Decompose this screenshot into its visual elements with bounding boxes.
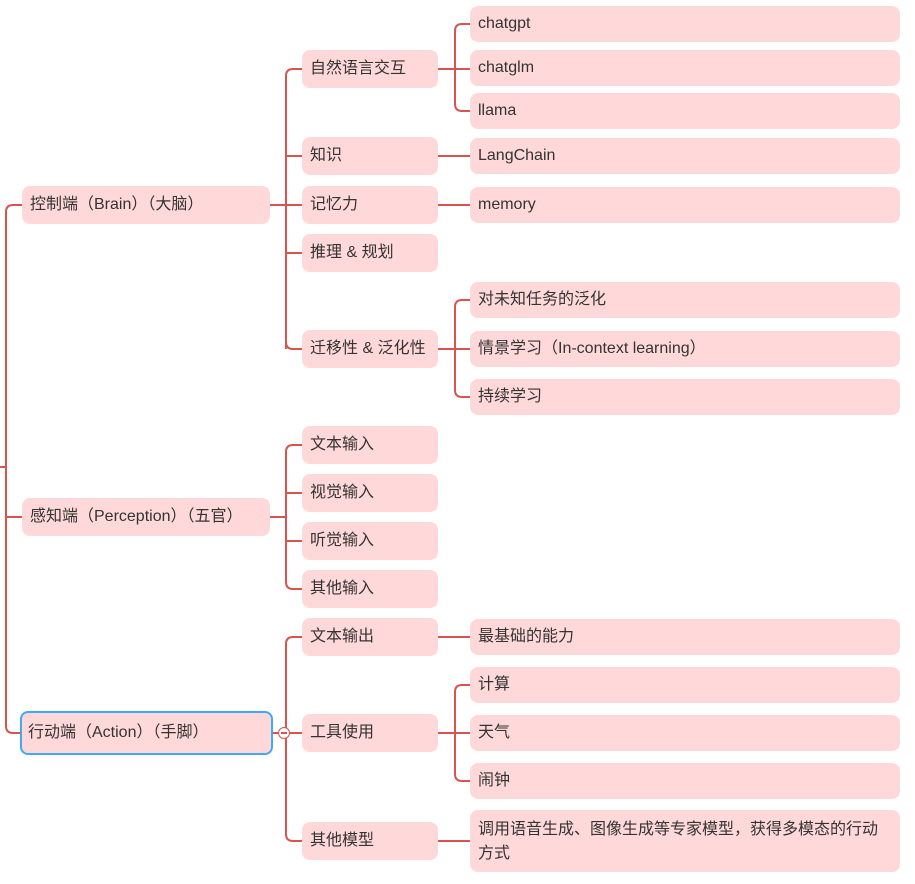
transfer-node[interactable]: 迁移性 & 泛化性 [302,330,438,368]
leaf-continual[interactable]: 持续学习 [470,379,900,415]
leaf-basic-ability[interactable]: 最基础的能力 [470,619,900,655]
leaf-langchain[interactable]: LangChain [470,138,900,174]
leaf-generalization[interactable]: 对未知任务的泛化 [470,282,900,318]
leaf-expert-models[interactable]: 调用语音生成、图像生成等专家模型，获得多模态的行动方式 [470,810,900,872]
nlp-connector [438,23,470,112]
knowledge-node[interactable]: 知识 [302,137,438,175]
brain-node[interactable]: 控制端（Brain）（大脑） [22,186,270,224]
tools-connector [438,684,470,782]
leaf-in-context[interactable]: 情景学习（In-context learning） [470,331,900,367]
leaf-llama[interactable]: llama [470,93,900,129]
transfer-connector [438,299,470,398]
leaf-memory[interactable]: memory [470,187,900,223]
text-output-node[interactable]: 文本输出 [302,618,438,656]
perception-connector [270,444,302,590]
leaf-alarm[interactable]: 闹钟 [470,763,900,799]
other-models-node[interactable]: 其他模型 [302,822,438,860]
brain-connector [270,68,302,350]
action-connector [272,636,302,842]
nlp-node[interactable]: 自然语言交互 [302,50,438,88]
leaf-compute[interactable]: 计算 [470,667,900,703]
root-connector [0,204,22,734]
action-node[interactable]: 行动端（Action）（手脚） [20,711,273,755]
audio-input-node[interactable]: 听觉输入 [302,522,438,560]
visual-input-node[interactable]: 视觉输入 [302,474,438,512]
tools-node[interactable]: 工具使用 [302,714,438,752]
planning-node[interactable]: 推理 & 规划 [302,234,438,272]
collapse-toggle[interactable] [278,727,290,739]
other-input-node[interactable]: 其他输入 [302,570,438,608]
memory-node[interactable]: 记忆力 [302,186,438,224]
text-input-node[interactable]: 文本输入 [302,426,438,464]
perception-node[interactable]: 感知端（Perception）（五官） [22,498,270,536]
leaf-weather[interactable]: 天气 [470,715,900,751]
leaf-chatglm[interactable]: chatglm [470,50,900,86]
leaf-chatgpt[interactable]: chatgpt [470,6,900,42]
